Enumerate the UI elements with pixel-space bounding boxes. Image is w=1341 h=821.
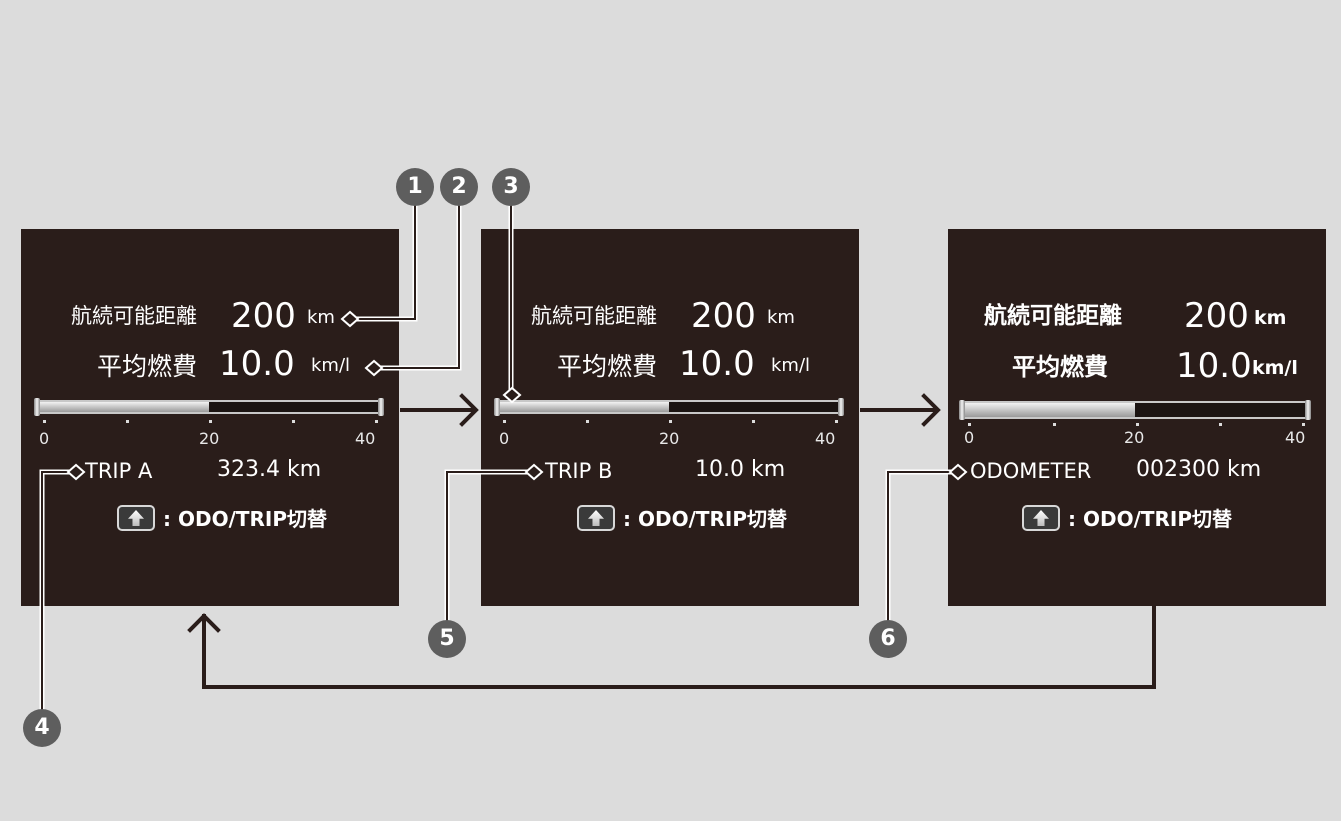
range-unit: km [307,307,335,328]
gauge-tick-mark [586,420,589,423]
fuel-unit: km/l [771,355,811,376]
fuel-label: 平均燃費 [557,352,658,381]
gauge-tick-20: 20 [1124,428,1145,447]
gauge-cap-left [494,398,500,416]
trip-label: ODOMETER [970,459,1092,483]
callout-badge-1: 1 [396,168,434,206]
leader-line-6-halo [885,469,956,628]
trip-label: TRIP B [545,459,613,483]
switch-text: : ODO/TRIP切替 [163,507,328,531]
gauge-tick-0: 0 [964,428,975,447]
gauge-tick-40: 40 [815,429,836,448]
gauge-tick-0: 0 [39,429,50,448]
gauge-tick-mark [503,420,506,423]
trip-value: 323.4 km [217,457,322,482]
display-panel-odometer: 航続可能距離 200 km 平均燃費 10.0 km/l 0 20 40 ODO… [948,229,1326,606]
leader-line-1 [352,197,416,320]
gauge-cap-right [378,398,384,416]
switch-text: : ODO/TRIP切替 [1068,507,1233,531]
leader-line-5-halo [444,469,532,628]
gauge-tick-0: 0 [499,429,510,448]
trip-value: 10.0 km [695,457,786,482]
diamond-marker-3 [502,386,522,404]
leader-line-5 [446,471,532,628]
fuel-economy-gauge [34,398,384,416]
gauge-cap-left [959,400,965,420]
switch-button-icon [117,505,155,531]
range-value: 200 [231,296,296,336]
diamond-marker-4 [66,463,86,481]
diamond-marker-2 [364,359,384,377]
fuel-unit: km/l [311,355,351,376]
fuel-value: 10.0 [1176,346,1252,386]
gauge-fill [37,402,209,412]
callout-badge-2: 2 [440,168,478,206]
gauge-tick-40: 40 [355,429,376,448]
gauge-tick-mark [669,420,672,423]
gauge-fill [497,402,669,412]
fuel-value: 10.0 [219,344,295,384]
switch-text: : ODO/TRIP切替 [623,507,788,531]
leader-line-6 [887,471,956,628]
fuel-value: 10.0 [679,344,755,384]
range-value: 200 [691,296,756,336]
flow-arrow-2-head [921,393,941,427]
switch-button-icon [577,505,615,531]
diamond-marker-6 [948,463,968,481]
gauge-tick-mark [752,420,755,423]
switch-button-icon [1022,505,1060,531]
return-arrow-head [187,613,221,633]
return-arrow-path [202,606,1156,689]
gauge-tick-mark [1053,423,1056,426]
fuel-label: 平均燃費 [1012,353,1108,381]
diamond-marker-5 [524,463,544,481]
callout-badge-5: 5 [428,620,466,658]
callout-badge-3: 3 [492,168,530,206]
gauge-tick-mark [1302,423,1305,426]
gauge-tick-20: 20 [199,429,220,448]
display-panel-trip-b: 航続可能距離 200 km 平均燃費 10.0 km/l 0 20 40 TRI… [481,229,859,606]
gauge-tick-mark [1136,423,1139,426]
gauge-cap-right [1305,400,1311,420]
gauge-tick-mark [375,420,378,423]
gauge-tick-mark [292,420,295,423]
gauge-tick-mark [835,420,838,423]
fuel-label: 平均燃費 [97,352,198,381]
range-unit: km [1254,307,1287,329]
gauge-tick-mark [209,420,212,423]
gauge-tick-mark [1219,423,1222,426]
gauge-tick-mark [126,420,129,423]
gauge-tick-20: 20 [659,429,680,448]
fuel-unit: km/l [1252,357,1298,379]
gauge-fill [962,403,1135,417]
leader-line-1-halo [352,197,418,322]
display-panel-trip-a: 航続可能距離 200 km 平均燃費 10.0 km/l 0 20 40 TRI… [21,229,399,606]
gauge-cap-left [34,398,40,416]
gauge-tick-40: 40 [1285,428,1306,447]
range-unit: km [767,307,795,328]
leader-line-2 [376,197,460,369]
fuel-economy-gauge [494,398,844,416]
callout-badge-4: 4 [23,709,61,747]
diamond-marker-1 [340,310,360,328]
leader-line-4 [41,471,74,718]
gauge-tick-mark [968,423,971,426]
gauge-tick-mark [43,420,46,423]
gauge-cap-right [838,398,844,416]
range-label: 航続可能距離 [531,304,657,328]
range-value: 200 [1184,296,1249,336]
flow-arrow-1-head [459,393,479,427]
range-label: 航続可能距離 [71,304,197,328]
callout-badge-6: 6 [869,620,907,658]
leader-line-4-halo [39,469,74,718]
range-label: 航続可能距離 [984,303,1122,329]
fuel-economy-gauge [959,400,1311,420]
trip-label: TRIP A [85,459,153,483]
trip-value: 002300 km [1136,457,1262,482]
